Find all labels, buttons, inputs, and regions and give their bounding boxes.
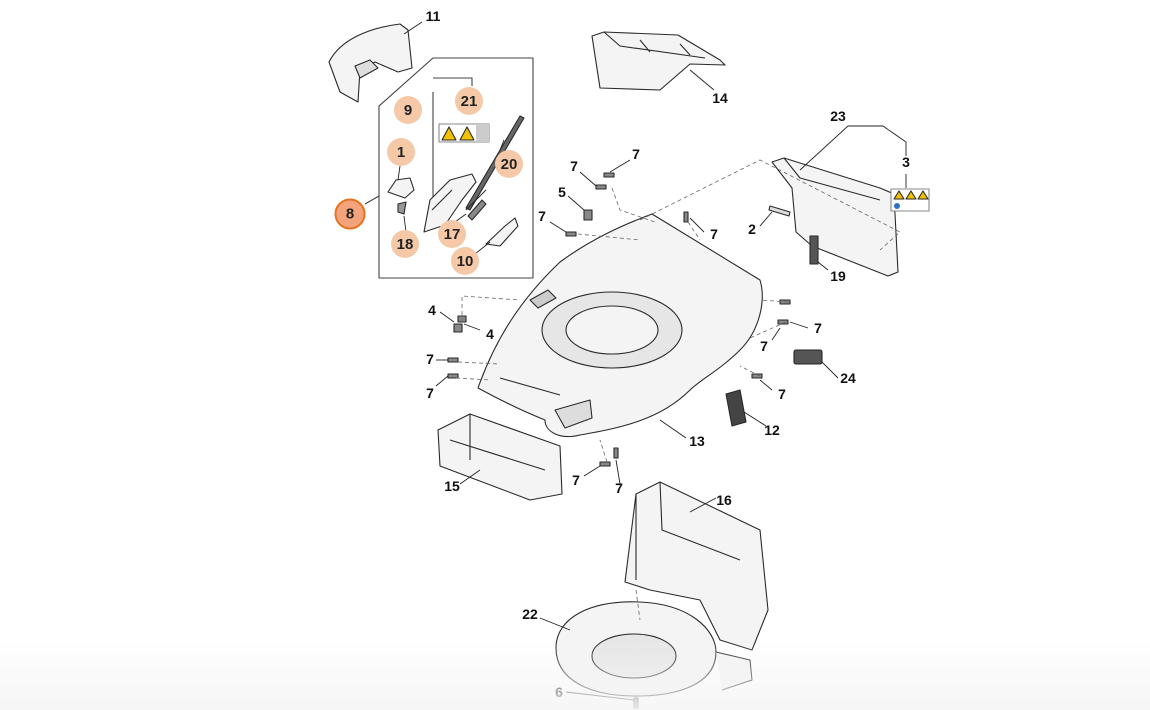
part-label-23: 23	[830, 108, 846, 124]
part-label-7: 7	[814, 320, 822, 336]
part-label-7: 7	[572, 472, 580, 488]
part-17-spring	[467, 199, 487, 221]
part-2-axle	[768, 205, 791, 217]
badge-18[interactable]: 18	[391, 230, 419, 258]
guide-lines	[455, 159, 901, 621]
badge-9[interactable]: 9	[394, 96, 422, 124]
kit-box	[364, 57, 534, 279]
part-11-deflector	[328, 23, 413, 103]
badge-20[interactable]: 20	[495, 150, 523, 178]
badge-1[interactable]: 1	[387, 138, 415, 166]
part-label-6: 6	[555, 684, 563, 700]
part-label-7: 7	[538, 208, 546, 224]
part-24-label	[793, 349, 823, 365]
part-label-7: 7	[710, 226, 718, 242]
part-1-lever	[387, 177, 415, 215]
part-label-2: 2	[748, 221, 756, 237]
part-label-3: 3	[902, 154, 910, 170]
part-13-deck	[477, 213, 763, 438]
part-label-24: 24	[840, 370, 856, 386]
part-label-15: 15	[444, 478, 460, 494]
part-label-5: 5	[558, 184, 566, 200]
part-label-7: 7	[615, 480, 623, 496]
part-15-frame	[437, 413, 563, 501]
part-12-insert	[725, 389, 747, 427]
part-label-16: 16	[716, 492, 732, 508]
part-23-flap	[771, 157, 930, 277]
part-10-bracket	[485, 217, 519, 247]
part-label-19: 19	[830, 268, 846, 284]
badge-17[interactable]: 17	[438, 220, 466, 248]
part-label-7: 7	[760, 338, 768, 354]
part-14-cover	[591, 31, 726, 91]
part-label-22: 22	[522, 606, 538, 622]
part-label-7: 7	[632, 146, 640, 162]
badge-21[interactable]: 21	[455, 87, 483, 115]
part-label-13: 13	[689, 433, 705, 449]
badge-8-selected[interactable]: 8	[334, 198, 366, 230]
part-label-7: 7	[426, 351, 434, 367]
part-label-4: 4	[428, 302, 436, 318]
part-19-spring	[809, 235, 819, 265]
part-label-7: 7	[570, 158, 578, 174]
warning-sticker-21	[438, 123, 490, 143]
badge-10[interactable]: 10	[451, 247, 479, 275]
part-16-rear-housing	[624, 481, 769, 651]
part-label-7: 7	[778, 386, 786, 402]
part-label-12: 12	[764, 422, 780, 438]
part-label-4: 4	[486, 326, 494, 342]
part-label-14: 14	[712, 90, 728, 106]
part-label-7: 7	[426, 385, 434, 401]
part-label-11: 11	[425, 8, 441, 24]
